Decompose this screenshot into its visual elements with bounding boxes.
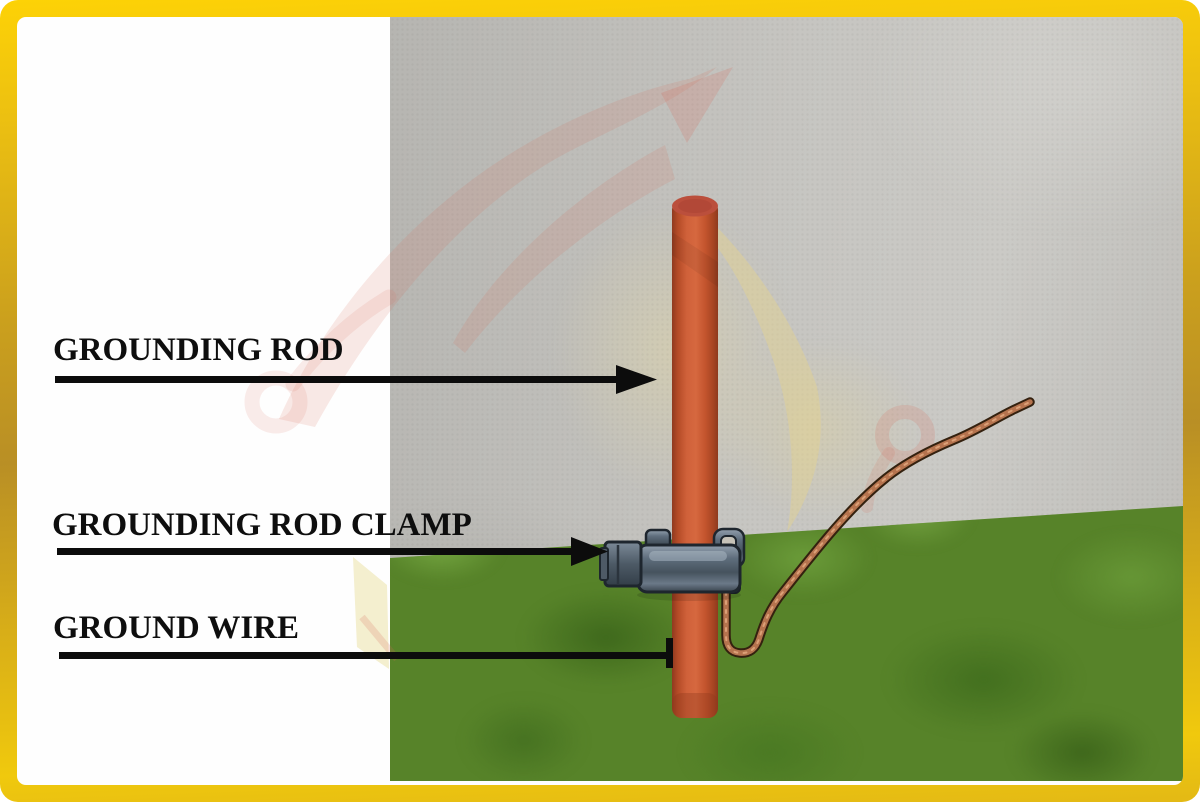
label-grounding-rod-clamp: GROUNDING ROD CLAMP bbox=[52, 507, 472, 543]
hardware-group bbox=[599, 397, 1035, 658]
grounding-rod-graphic bbox=[672, 195, 718, 718]
watermark-ring-right-tail bbox=[861, 447, 895, 513]
watermark-yellow-bolt bbox=[705, 222, 821, 532]
arrow-line-grounding-rod bbox=[55, 376, 618, 383]
arrow-head-grounding-rod bbox=[616, 365, 657, 394]
label-grounding-rod: GROUNDING ROD bbox=[53, 332, 344, 368]
clamp-bolt-end bbox=[599, 547, 609, 581]
ground-wire-strands bbox=[725, 401, 1031, 655]
arrow-line-clamp bbox=[57, 548, 573, 555]
watermark-swoosh bbox=[279, 67, 717, 427]
arrow-head-clamp bbox=[571, 537, 608, 566]
watermark-arrowhead bbox=[661, 67, 733, 143]
diagram-artwork bbox=[55, 67, 1035, 718]
watermark-ring-right bbox=[875, 405, 935, 465]
watermark-feather bbox=[453, 145, 675, 353]
pointer-line-ground-wire bbox=[59, 652, 668, 659]
watermark-ring-tail bbox=[285, 289, 397, 392]
diagram-content-area: GROUNDING ROD GROUNDING ROD CLAMP GROUND… bbox=[17, 17, 1183, 785]
watermark-logo bbox=[244, 67, 935, 669]
grass-photo bbox=[390, 506, 1183, 781]
clamp-bolt-block bbox=[603, 540, 643, 588]
pointer-arrows bbox=[55, 365, 673, 668]
label-ground-wire: GROUND WIRE bbox=[53, 610, 300, 646]
pointer-endbar-ground-wire bbox=[666, 638, 673, 668]
watermark-yellow-streak bbox=[353, 557, 389, 669]
